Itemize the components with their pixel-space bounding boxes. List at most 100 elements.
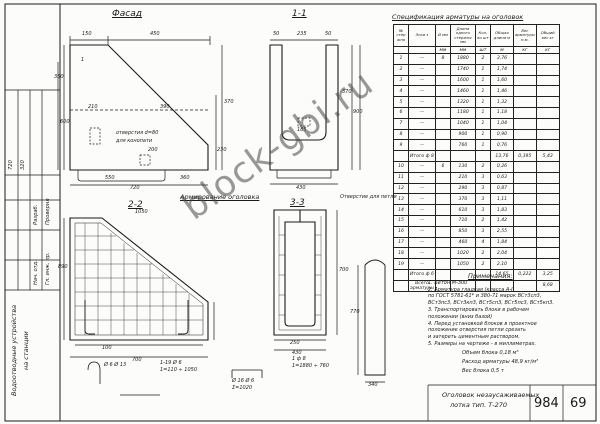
spec-cell: 13,76: [489, 150, 514, 162]
spec-cell: —: [408, 53, 436, 65]
stamp-name-2: лотка тип. Т-270: [450, 401, 508, 409]
spec-header-cell: Общий вес кг: [535, 24, 560, 47]
spec-cell: 3: [474, 193, 491, 206]
spec-cell: 0,63: [489, 171, 514, 184]
spec-cell: 14: [393, 204, 409, 216]
spec-cell: —: [408, 139, 436, 152]
spec-cell: 13: [393, 193, 409, 206]
spec-cell: [535, 193, 560, 206]
dim-label: 350: [54, 74, 64, 80]
dim-label: 340: [368, 382, 378, 388]
spec-cell: —: [408, 85, 436, 98]
bar-callout: Ø 16 Ø 6: [232, 378, 255, 384]
spec-cell: 210: [449, 171, 476, 184]
spec-cell: 1,46: [489, 85, 514, 98]
spec-cell: Итого ф 8: [408, 150, 436, 162]
bar-callout: Σ=1020: [232, 385, 253, 391]
spec-cell: 1,84: [489, 236, 514, 249]
spec-cell: [535, 225, 560, 238]
dim-label: 50: [325, 31, 332, 37]
spec-cell: 2: [474, 214, 491, 227]
spec-cell: 3: [393, 74, 409, 87]
spec-cell: [393, 268, 409, 281]
spec-cell: [434, 106, 451, 119]
spec-cell: [434, 204, 451, 216]
spec-cell: 8,68: [535, 279, 560, 292]
spec-cell: 850: [449, 225, 476, 238]
spec-cell: 710: [449, 214, 476, 227]
spec-title: Спецификация арматуры на оголовок: [392, 13, 524, 21]
summary-weight: Вес блока 0,5 т: [462, 368, 504, 374]
spec-cell: 2: [474, 247, 491, 260]
spec-cell: 2: [474, 160, 491, 173]
spec-cell: —: [408, 214, 436, 227]
spec-cell: [449, 150, 476, 162]
dim-label: 700: [132, 357, 142, 363]
spec-cell: [489, 279, 514, 292]
spec-header-cell: Ø мм: [434, 24, 451, 47]
spec-cell: [512, 171, 537, 184]
spec-cell: —: [408, 171, 436, 184]
dim-label: 1: [81, 57, 85, 63]
project-name: Водоотводные устройства: [10, 304, 18, 396]
spec-cell: [535, 171, 560, 184]
spec-unit-cell: мм: [449, 46, 476, 54]
spec-cell: 1740: [449, 63, 476, 76]
section-1-1-title: 1-1: [292, 9, 307, 19]
spec-cell: [535, 182, 560, 195]
note-line: 1. Бетон М-300: [428, 279, 468, 286]
spec-cell: 760: [449, 139, 476, 152]
spec-cell: [535, 117, 560, 130]
spec-cell: 3,76: [489, 53, 514, 65]
dim-label: 250: [290, 340, 300, 346]
spec-cell: [512, 53, 537, 65]
spec-cell: [512, 214, 537, 227]
reinforcement-title: Армирование оголовка: [180, 193, 260, 201]
role-label: Разраб.: [33, 204, 39, 225]
spec-cell: [512, 139, 537, 152]
dim-label: 700: [339, 267, 349, 273]
spec-cell: [512, 236, 537, 249]
dim-label: 210: [88, 104, 98, 110]
spec-cell: 15: [393, 214, 409, 227]
dim-label: 720: [130, 185, 140, 191]
hole-label: отверстия d=80: [116, 130, 159, 136]
spec-cell: 290: [449, 182, 476, 195]
dim-label: 185: [297, 127, 307, 133]
dim-label: 890: [58, 264, 68, 270]
spec-cell: —: [408, 160, 436, 173]
spec-cell: 900: [449, 128, 476, 141]
spec-cell: —: [408, 236, 436, 249]
spec-cell: [512, 128, 537, 141]
spec-cell: [434, 85, 451, 98]
spec-cell: —: [408, 117, 436, 130]
spec-cell: [434, 171, 451, 184]
note-line: положении (вниз базой): [428, 313, 493, 320]
spec-cell: [535, 63, 560, 76]
dim-label: 230: [217, 147, 227, 153]
spec-cell: [535, 96, 560, 108]
spec-cell: [434, 63, 451, 76]
spec-unit-cell: мм: [434, 46, 451, 54]
dim-label: 600: [60, 119, 70, 125]
dim-label: 450: [150, 31, 160, 37]
spec-cell: [535, 85, 560, 98]
spec-cell: 1180: [449, 106, 476, 119]
dim-label: 390: [160, 104, 170, 110]
spec-cell: 1: [393, 53, 409, 65]
note-line: положение отверстия петли срезать: [428, 327, 526, 334]
spec-cell: [512, 247, 537, 260]
note-line: ВСт3пс3, ВСт3кп3, ВСт5сп3, ВСт5пс3, ВСт5…: [428, 300, 554, 307]
spec-cell: 9: [393, 139, 409, 152]
spec-cell: —: [408, 106, 436, 119]
